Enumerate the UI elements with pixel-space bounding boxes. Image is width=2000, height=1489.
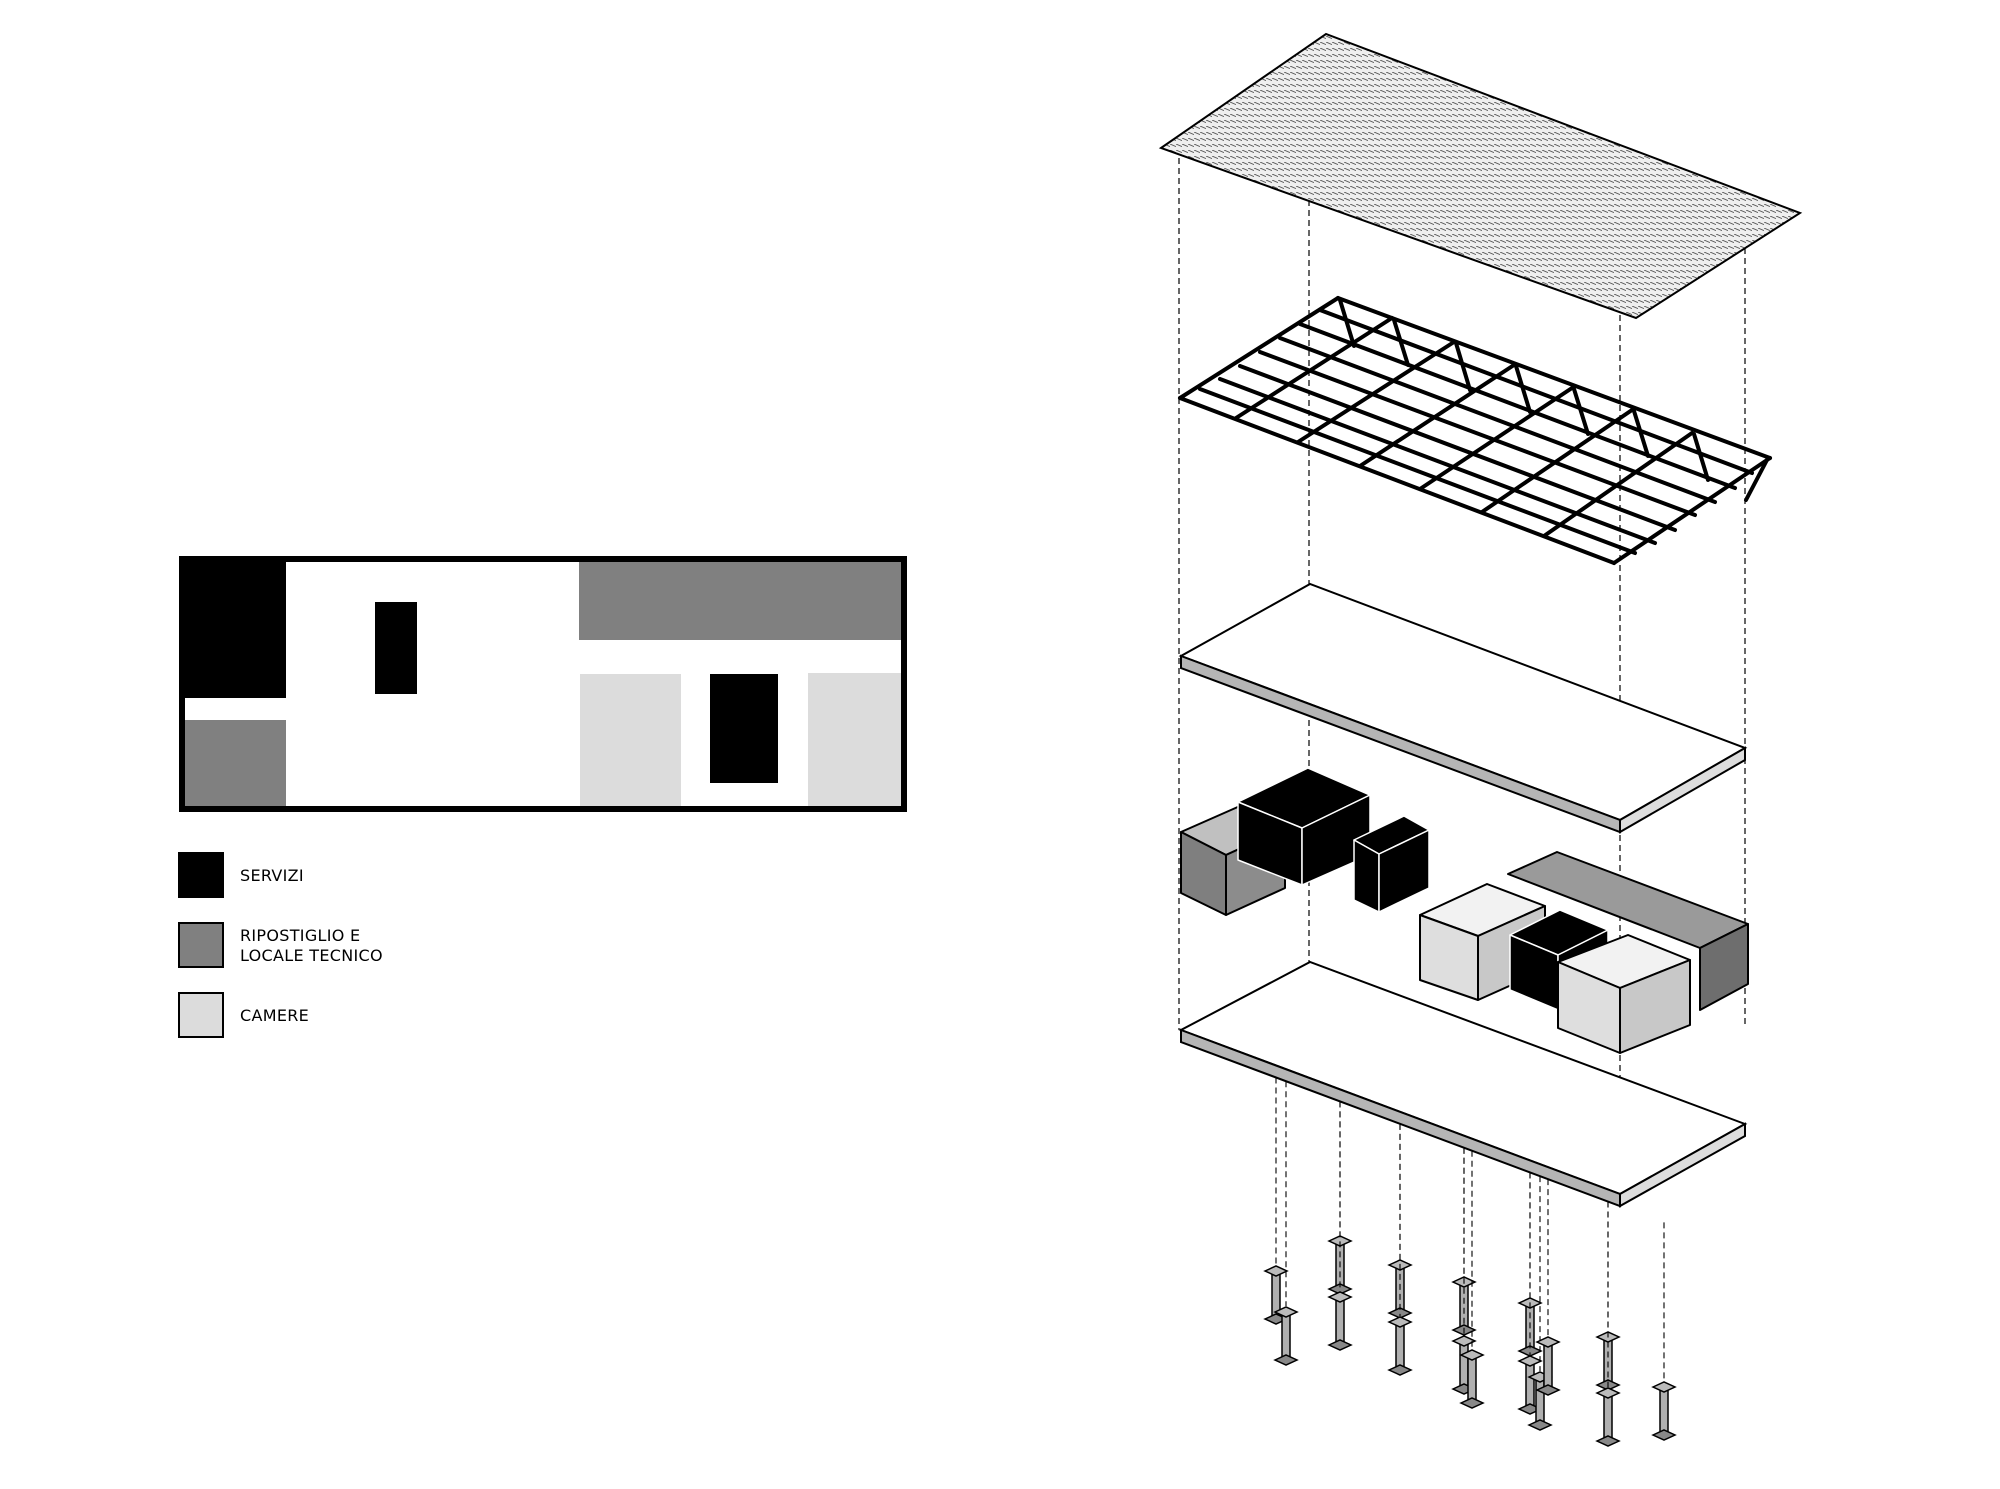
floor-plan	[179, 556, 907, 812]
roof-panel	[1158, 32, 1803, 320]
servizi-zone-center	[710, 674, 778, 783]
camere-zone-right	[808, 673, 901, 806]
foundation-pile	[1387, 1316, 1413, 1376]
foundation-pile	[1459, 1349, 1485, 1409]
camere-zone-left	[580, 674, 681, 806]
servizi-box-small	[1353, 815, 1430, 913]
legend-item-ripostiglio: RIPOSTIGLIO E LOCALE TECNICO	[178, 922, 638, 972]
foundation-pile	[1595, 1331, 1621, 1391]
servizi-zone-bath	[375, 602, 417, 694]
ripostiglio-box-long	[1507, 851, 1749, 1011]
servizi-box-large	[1237, 767, 1371, 886]
roof-truss-frame	[1178, 296, 1772, 565]
servizi-zone-corner	[185, 562, 286, 698]
legend-item-servizi: SERVIZI	[178, 852, 638, 902]
foundation-piles	[1263, 1077, 1677, 1447]
legend-label-servizi: SERVIZI	[240, 866, 304, 885]
room-volumes	[1180, 767, 1749, 1054]
legend-swatch-camere	[178, 992, 224, 1038]
legend-swatch-servizi	[178, 852, 224, 898]
legend-label-camere: CAMERE	[240, 1006, 310, 1025]
legend-swatch-ripostiglio	[178, 922, 224, 968]
foundation-pile	[1595, 1387, 1621, 1447]
foundation-pile	[1327, 1291, 1353, 1351]
camere-box-right	[1557, 934, 1691, 1054]
foundation-pile	[1651, 1381, 1677, 1441]
legend-label-ripostiglio: RIPOSTIGLIO E LOCALE TECNICO	[240, 926, 383, 965]
foundation-pile	[1517, 1355, 1543, 1415]
foundation-pile	[1535, 1336, 1561, 1396]
ripostiglio-zone-top	[579, 562, 901, 640]
legend-item-camere: CAMERE	[178, 992, 638, 1042]
base-slab	[1178, 960, 1748, 1208]
ripostiglio-zone-bottom-left	[185, 720, 286, 806]
upper-slab	[1178, 582, 1748, 834]
foundation-pile	[1273, 1306, 1299, 1366]
